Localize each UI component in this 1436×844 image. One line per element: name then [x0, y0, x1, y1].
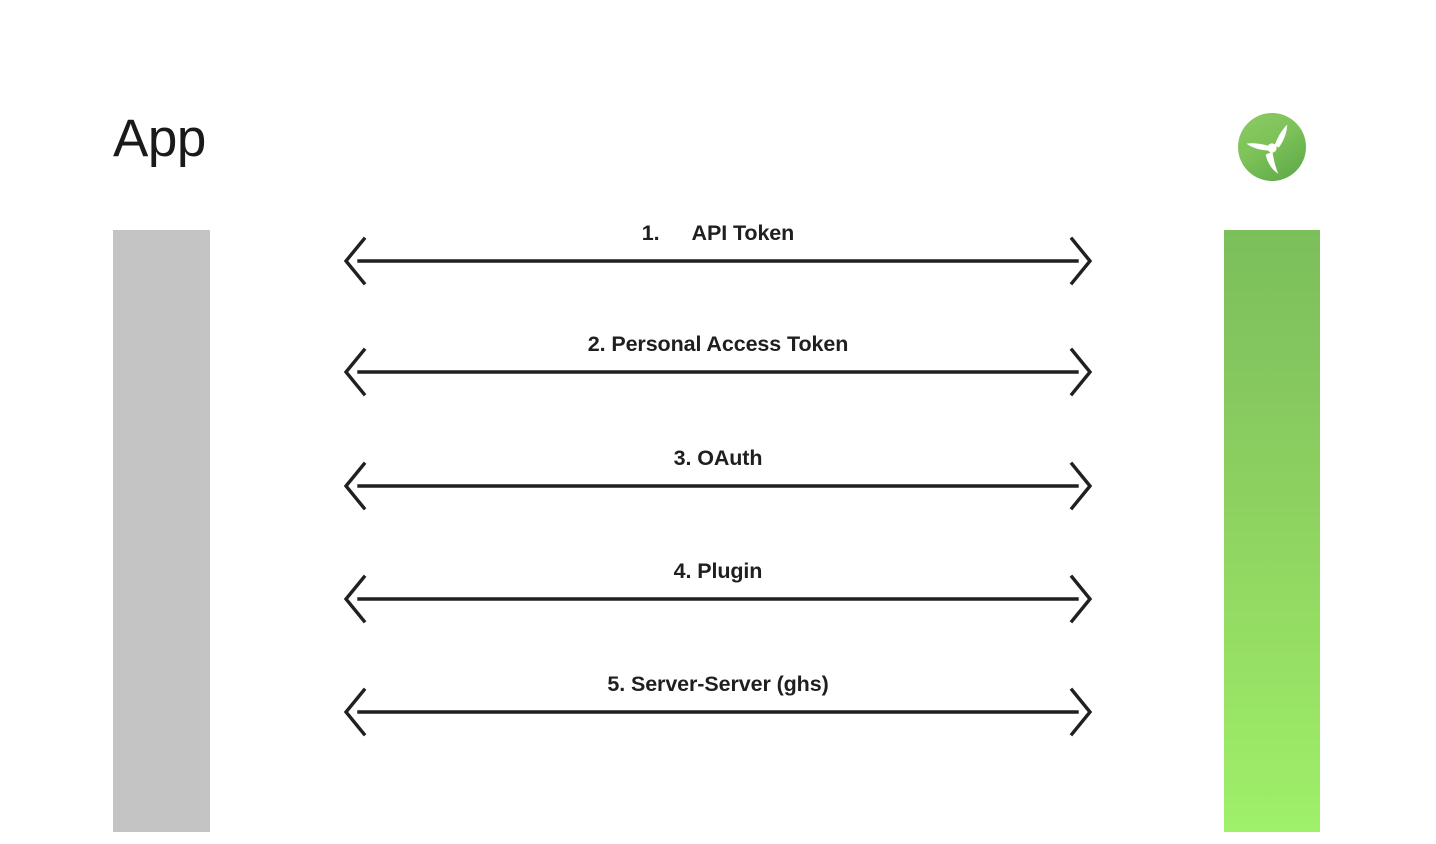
bidirectional-arrow-icon [341, 346, 1095, 398]
message-label: 4. Plugin [673, 559, 763, 584]
message-label: 2. Personal Access Token [587, 332, 849, 357]
message-label: 3. OAuth [673, 446, 763, 471]
service-lifeline-bar [1224, 230, 1320, 832]
app-lifeline-bar [113, 230, 210, 832]
bidirectional-arrow-icon [341, 573, 1095, 625]
bidirectional-arrow-icon [341, 460, 1095, 512]
bidirectional-arrow-icon [341, 235, 1095, 287]
message-label: 5. Server-Server (ghs) [607, 672, 829, 697]
message-label: 1. API Token [641, 221, 795, 246]
app-title: App [113, 109, 206, 168]
propeller-logo [1237, 112, 1307, 182]
bidirectional-arrow-icon [341, 686, 1095, 738]
